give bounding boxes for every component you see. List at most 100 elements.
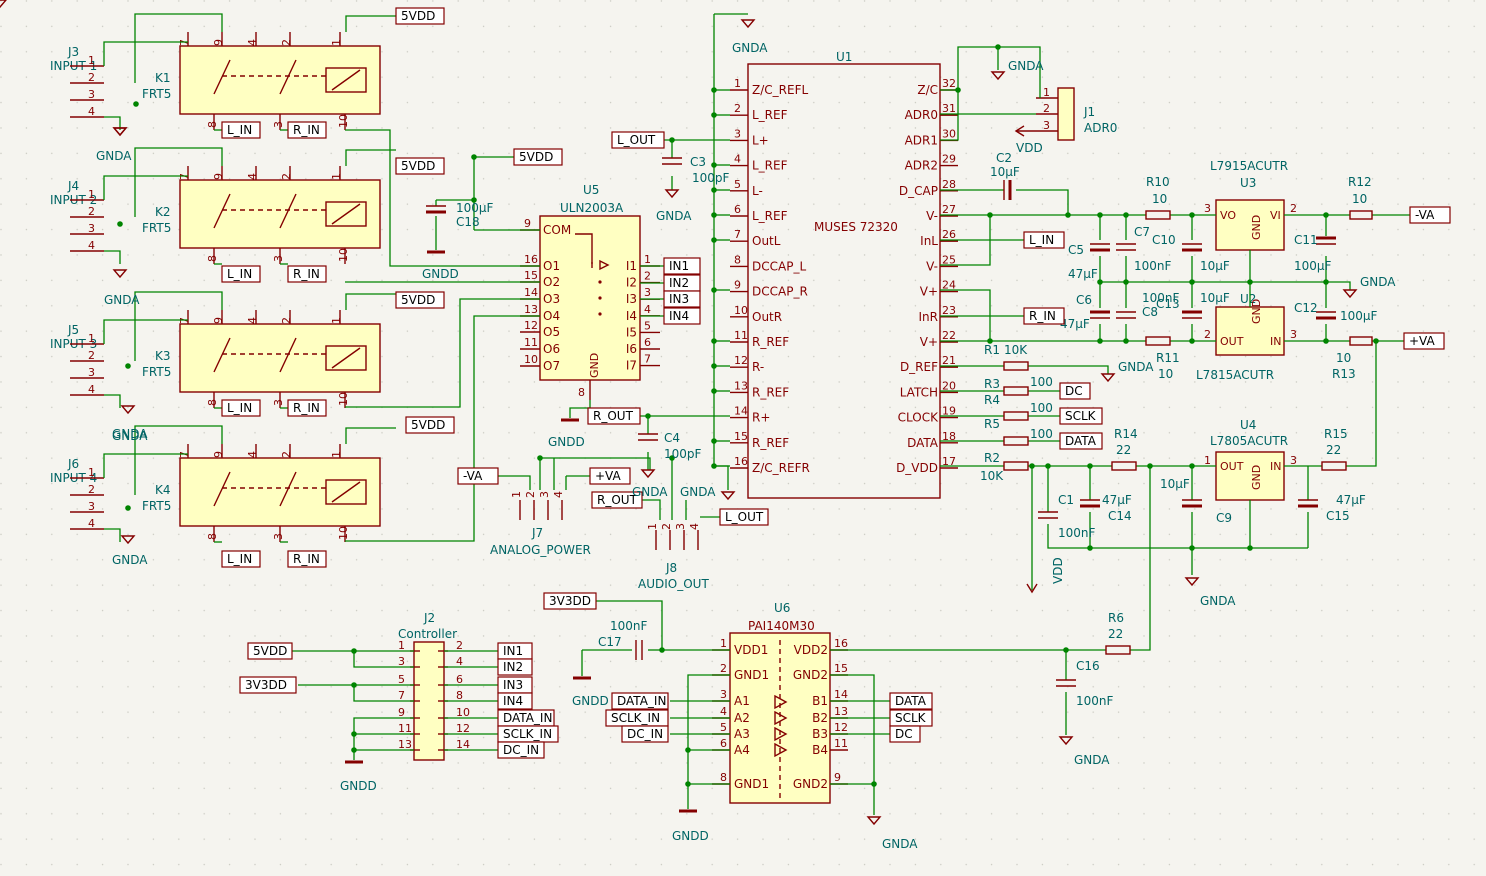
net-5vdd[interactable]: 5VDD bbox=[513, 148, 563, 166]
u4-regulator[interactable]: U4 L7805ACUTR OUT IN GND 1 3 bbox=[1204, 418, 1297, 501]
net-sclk[interactable]: SCLK bbox=[1059, 407, 1103, 425]
net-neg-va[interactable]: -VA bbox=[457, 467, 499, 485]
net-neg-va[interactable]: -VA bbox=[1409, 206, 1451, 224]
net-sclk-in[interactable]: SCLK_IN bbox=[497, 725, 559, 743]
passive-value: 100nF bbox=[610, 619, 648, 633]
net-data-in[interactable]: DATA_IN bbox=[497, 709, 555, 727]
relay-pin-number: 1 bbox=[330, 317, 343, 324]
gnda-symbol: GNDA bbox=[1342, 275, 1396, 299]
passive-ref: C5 bbox=[1068, 243, 1084, 257]
gnda-text: GNDA bbox=[882, 837, 918, 851]
relay-pin-number: 3 bbox=[272, 255, 285, 262]
u3-ref: U3 bbox=[1240, 176, 1256, 190]
net-data[interactable]: DATA bbox=[1059, 432, 1103, 450]
net-l-in[interactable]: L_IN bbox=[1023, 231, 1065, 249]
u1-pin-number: 1 bbox=[734, 77, 741, 90]
j2-pin-number: 12 bbox=[456, 722, 470, 735]
passives-symbols bbox=[426, 157, 1373, 687]
net-r-in[interactable]: R_IN bbox=[287, 121, 327, 139]
net-3v3dd[interactable]: 3V3DD bbox=[239, 676, 297, 694]
u6-pin-name: GND1 bbox=[734, 668, 769, 682]
net-in3[interactable]: IN3 bbox=[497, 676, 533, 694]
net-5vdd[interactable]: 5VDD bbox=[405, 416, 455, 434]
gnda-symbol: GNDA bbox=[990, 59, 1044, 81]
net-in1[interactable]: IN1 bbox=[663, 257, 701, 275]
net-dc[interactable]: DC bbox=[889, 725, 921, 743]
relay-conn-ref: J5 bbox=[67, 323, 79, 337]
net-5vdd[interactable]: 5VDD bbox=[395, 7, 445, 25]
net-data[interactable]: DATA bbox=[889, 692, 933, 710]
u1-pin-name: R_REF bbox=[752, 385, 789, 399]
net-l-in[interactable]: L_IN bbox=[221, 265, 261, 283]
net-dc-in[interactable]: DC_IN bbox=[621, 725, 669, 743]
net-l-in[interactable]: L_IN bbox=[221, 399, 261, 417]
u1-pin-number: 9 bbox=[734, 279, 741, 292]
u1-pin-name: DCCAP_L bbox=[752, 259, 806, 273]
net-l-in-text: L_IN bbox=[1029, 233, 1054, 247]
u4-in: IN bbox=[1270, 460, 1281, 473]
net-r-in[interactable]: R_IN bbox=[287, 399, 327, 417]
gnda-text: GNDA bbox=[1360, 275, 1396, 289]
net-3v3dd[interactable]: 3V3DD bbox=[543, 592, 597, 610]
u3-gnd: GND bbox=[1250, 215, 1263, 240]
relay-pin-number: 9 bbox=[212, 173, 225, 180]
passive-ref: R11 bbox=[1156, 351, 1180, 365]
net-r-out[interactable]: R_OUT bbox=[591, 491, 643, 509]
net-5vdd[interactable]: 5VDD bbox=[395, 157, 445, 175]
u2-regulator[interactable]: U2 L7815ACUTR OUT IN GND 2 3 bbox=[1196, 292, 1297, 382]
net-neg-va-text: -VA bbox=[463, 469, 483, 483]
j1-connector[interactable]: J1 ADR0 1 2 3 bbox=[1036, 86, 1117, 141]
j8-pin-number: 1 bbox=[646, 523, 659, 530]
conn-pin-number: 3 bbox=[88, 366, 95, 379]
net-in2[interactable]: IN2 bbox=[663, 274, 701, 292]
net-in2[interactable]: IN2 bbox=[497, 658, 533, 676]
net-5vdd[interactable]: 5VDD bbox=[247, 642, 293, 660]
net-l-in[interactable]: L_IN bbox=[221, 121, 261, 139]
net-data-in[interactable]: DATA_IN bbox=[611, 692, 669, 710]
net-l-out[interactable]: L_OUT bbox=[719, 508, 769, 526]
gnda-text: GNDA bbox=[112, 553, 148, 567]
net-l-in[interactable]: L_IN bbox=[221, 550, 261, 568]
relay-pin-number: 3 bbox=[272, 533, 285, 540]
net-in1[interactable]: IN1 bbox=[497, 642, 533, 660]
net-sclk-text: SCLK bbox=[895, 711, 927, 725]
net-r-in[interactable]: R_IN bbox=[287, 550, 327, 568]
net-dc-in[interactable]: DC_IN bbox=[497, 741, 545, 759]
j2-pin-number: 3 bbox=[398, 655, 405, 668]
net-pos-va[interactable]: +VA bbox=[589, 467, 631, 485]
net-in4[interactable]: IN4 bbox=[497, 692, 533, 710]
net-dc[interactable]: DC bbox=[1059, 382, 1091, 400]
u3-regulator[interactable]: U3 L7915ACUTR VO VI GND 3 2 bbox=[1204, 159, 1297, 251]
net-in4[interactable]: IN4 bbox=[663, 307, 701, 325]
net-r-in-text: R_IN bbox=[293, 123, 320, 137]
j2-pin-number: 10 bbox=[456, 706, 470, 719]
net-in3[interactable]: IN3 bbox=[663, 290, 701, 308]
u1-pin-number: 19 bbox=[942, 405, 956, 418]
net-pos-va[interactable]: +VA bbox=[1403, 332, 1445, 350]
net-l-in-text: L_IN bbox=[227, 123, 252, 137]
u5-pin-number: 6 bbox=[644, 336, 651, 349]
net-sclk-in[interactable]: SCLK_IN bbox=[605, 709, 669, 727]
j2-pin-number: 6 bbox=[456, 673, 463, 686]
net-l-out[interactable]: L_OUT bbox=[611, 131, 665, 149]
net-r-in[interactable]: R_IN bbox=[287, 265, 327, 283]
net-r-in[interactable]: R_IN bbox=[1023, 307, 1065, 325]
gndd-symbol: GNDD bbox=[672, 809, 709, 843]
net-5vdd[interactable]: 5VDD bbox=[395, 291, 445, 309]
u1-pin-name: InR bbox=[919, 310, 938, 324]
u1-pin-name: L+ bbox=[752, 133, 769, 147]
net-r-out[interactable]: R_OUT bbox=[587, 407, 641, 425]
net-sclk[interactable]: SCLK bbox=[889, 709, 933, 727]
u1-pin-number: 26 bbox=[942, 228, 956, 241]
